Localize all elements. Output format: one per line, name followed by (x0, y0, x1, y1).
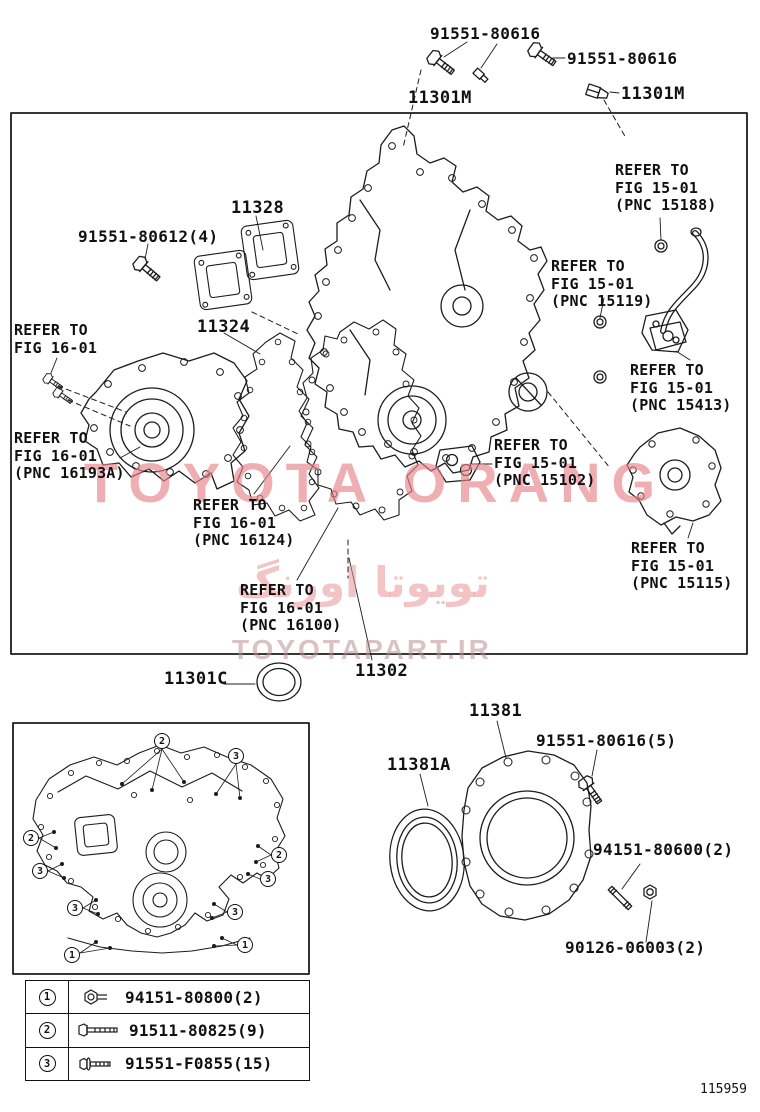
relief-valve-art (508, 372, 548, 412)
watermark-title: TOYOTA ORANG (84, 451, 667, 514)
crankshaft-rear-seal-art (389, 808, 465, 912)
main-diagram-frame (10, 112, 748, 655)
legend-part-number: 91551-F0855(15) (125, 1054, 273, 1074)
leader-lines (50, 41, 694, 943)
doc-number: 115959 (700, 1082, 747, 1097)
bolt-icon (130, 253, 165, 286)
callout-leader-lines (38, 748, 272, 954)
part-label-11301m-left: 11301M (408, 88, 472, 108)
callout-marker: 1 (237, 937, 253, 953)
part-label-11301m-right: 11301M (621, 84, 685, 104)
callout-marker: 2 (154, 733, 170, 749)
part-label-11381a: 11381A (387, 755, 451, 775)
legend-part-number: 91511-80825(9) (129, 1020, 267, 1040)
callout-marker: 2 (271, 847, 287, 863)
part-label-11302: 11302 (355, 661, 409, 681)
timing-cover-art (306, 125, 548, 474)
long-bolt-icon (78, 1023, 118, 1038)
fastener-legend: 1 94151-80800(2) 2 (25, 980, 310, 1081)
refer-note-pnc-15413: REFER TO FIG 15-01 (PNC 15413) (630, 361, 732, 414)
part-label-91551-80616-top: 91551-80616 (430, 24, 541, 43)
legend-row: 3 91551-F0855(15) (26, 1047, 309, 1080)
bolt-icon (525, 39, 560, 71)
bolt-icon (424, 47, 459, 80)
water-pump-art (41, 352, 250, 490)
callout-marker: 1 (64, 947, 80, 963)
watermark-site: TOYOTAPART.IR (232, 634, 492, 665)
front-cover-view-art (32, 744, 286, 954)
callout-marker: 3 (67, 900, 83, 916)
watermark-arabic: تويوتا اورنگ (236, 558, 490, 607)
part-label-90126-06003: 90126-06003(2) (565, 938, 706, 957)
legend-callout-number: 2 (38, 1021, 56, 1039)
callout-marker: 3 (260, 871, 276, 887)
gasket-11324-art (232, 332, 320, 522)
oil-pump-cover-art (626, 427, 722, 535)
refer-note-pnc-15188: REFER TO FIG 15-01 (PNC 15188) (615, 161, 717, 214)
part-label-94151-80600: 94151-80600(2) (593, 840, 734, 859)
part-label-91551-80616-5: 91551-80616(5) (536, 731, 677, 750)
small-bracket-art (435, 445, 481, 483)
water-bypass-pipe-art (593, 227, 709, 384)
nut-icon (84, 989, 107, 1005)
legend-row: 1 94151-80800(2) (26, 981, 309, 1015)
refer-note-pnc-15119: REFER TO FIG 15-01 (PNC 15119) (551, 257, 653, 310)
flange-bolt-icon (79, 1057, 111, 1071)
callout-marker: 3 (227, 904, 243, 920)
nut-icon (643, 884, 657, 900)
part-label-11381: 11381 (469, 701, 523, 721)
cover-gasket-art (298, 319, 422, 521)
stud-icon (607, 885, 633, 911)
corner-bracket-art (641, 309, 689, 353)
callout-marker: 3 (32, 863, 48, 879)
legend-row: 2 91511-80825(9) (26, 1014, 309, 1048)
callout-marker: 2 (23, 830, 39, 846)
part-label-91551-80612: 91551-80612(4) (78, 227, 219, 246)
oil-pressure-sensor-icon (585, 83, 609, 99)
refer-note-pnc-16100: REFER TO FIG 16-01 (PNC 16100) (240, 581, 342, 634)
part-label-11301c: 11301C (164, 669, 228, 689)
refer-note-pnc-15102: REFER TO FIG 15-01 (PNC 15102) (494, 436, 596, 489)
front-view-frame (12, 722, 310, 975)
legend-callout-number: 1 (38, 988, 56, 1006)
refer-note-fig16-01: REFER TO FIG 16-01 (14, 321, 98, 357)
part-label-11328: 11328 (231, 198, 285, 218)
seal-retainer-art (461, 750, 594, 921)
oil-seal-11301c-art (256, 662, 302, 702)
gasket-11328-art (193, 219, 300, 311)
plug-icon (472, 67, 489, 83)
dashed-leader-lines (57, 69, 627, 579)
refer-note-pnc-16193a: REFER TO FIG 16-01 (PNC 16193A) (14, 429, 125, 482)
legend-callout-number: 3 (38, 1055, 56, 1073)
callout-marker: 3 (228, 748, 244, 764)
refer-note-pnc-16124: REFER TO FIG 16-01 (PNC 16124) (193, 496, 295, 549)
part-label-91551-80616-right: 91551-80616 (567, 49, 678, 68)
part-label-11324: 11324 (197, 317, 251, 337)
legend-part-number: 94151-80800(2) (125, 987, 263, 1007)
refer-note-pnc-15115: REFER TO FIG 15-01 (PNC 15115) (631, 539, 733, 592)
